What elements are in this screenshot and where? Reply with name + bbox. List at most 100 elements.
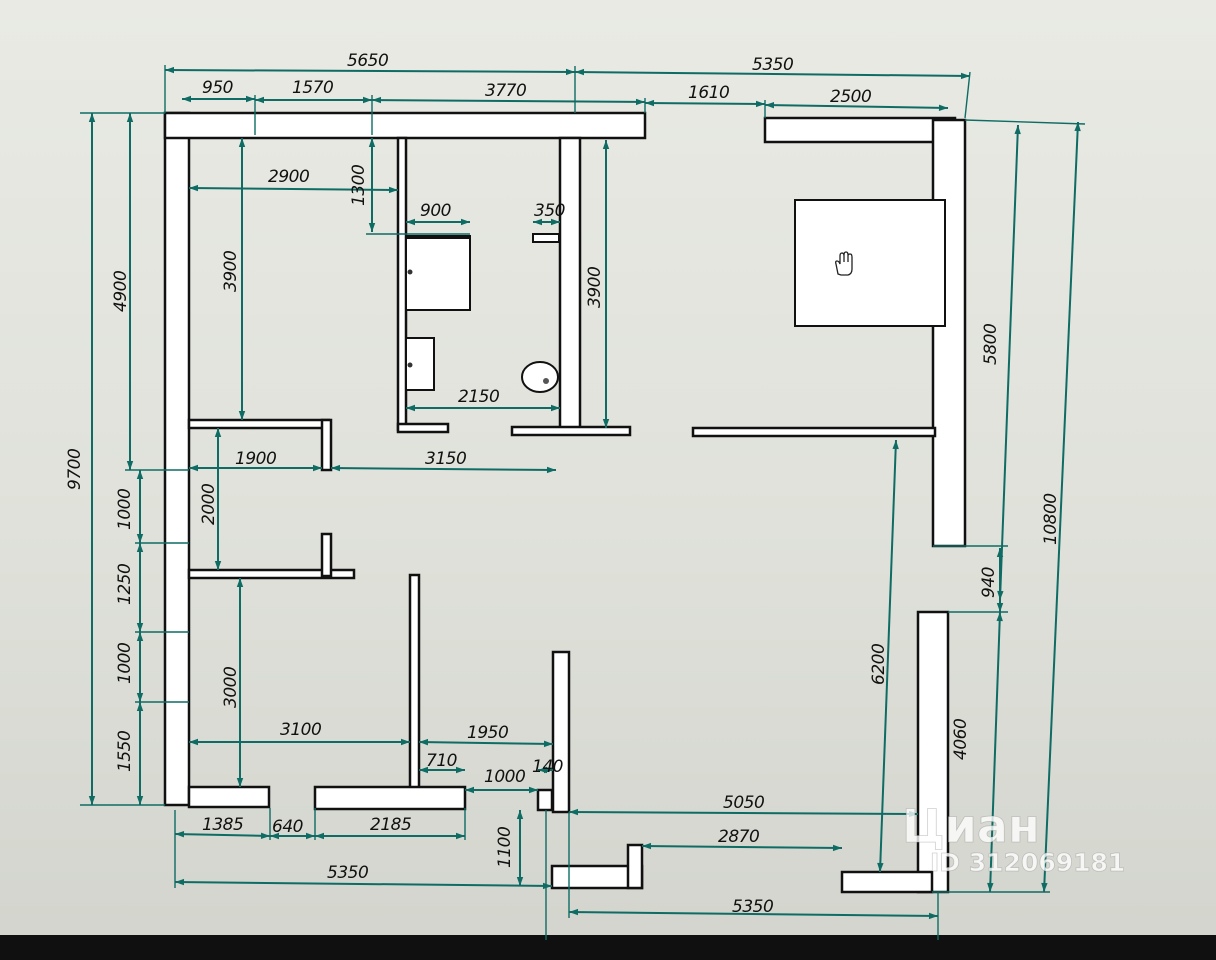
dim-line-mid-1000-arrow [529,786,538,794]
dim-label-bot-1385: 1385 [202,815,243,835]
wall-center-post [551,650,571,814]
dim-line-left-1000-a-arrow [136,534,144,543]
bathtub-fixture [405,235,471,311]
dim-line-top-1570-arrow [363,96,372,104]
dim-line-right-10800 [1043,121,1079,893]
fixtures [405,199,946,393]
dim-label-total-top-right: 5350 [752,55,793,75]
dim-line-bot-5350-right-arrow [569,908,579,916]
dim-line-hall-3150-arrow [546,466,556,474]
dim-label-total-top-left: 5650 [347,51,388,71]
dim-line-bot-5350-right-arrow [928,912,938,920]
dim-line-room-3900-mid-arrow [602,140,610,149]
dim-line-mid-1950 [418,741,554,745]
wall-top-right-exterior [763,116,957,144]
dim-label-left-4900: 4900 [111,271,131,312]
dim-label-bath-2150: 2150 [458,387,499,407]
dim-label-left-9700: 9700 [65,449,85,490]
dim-line-bath-1300-arrow [368,138,376,147]
dim-label-right-5800: 5800 [981,324,1001,365]
wall-left-exterior [163,111,191,807]
dim-line-bath-1300-arrow [368,223,376,232]
wall-bottom-mid-stub [626,843,644,890]
dim-line-top-3770-arrow [635,98,645,106]
dim-label-room-3900-left: 3900 [221,251,241,292]
dim-line-mid-1950-arrow [543,740,553,748]
dim-line-hall-3150-arrow [331,464,341,472]
dim-line-bath-2150-arrow [406,404,415,412]
wall-bathroom-bottom-left [396,422,450,434]
dim-label-left-1000-a: 1000 [115,489,135,530]
toilet-tank [532,233,560,243]
dim-label-left-1250: 1250 [115,564,135,605]
dim-line-hall-2000-arrow [214,561,222,570]
wall-bottom-segment-2 [313,785,467,811]
dim-label-bot-2870: 2870 [718,827,759,847]
dim-line-left-1550-arrow [136,796,144,805]
dim-line-left-9700-arrow [88,796,96,805]
dim-line-top-950-arrow [182,95,191,103]
dim-label-bath-900: 900 [420,201,451,221]
dim-line-right-6200 [879,439,897,873]
dim-label-top-2500: 2500 [830,87,871,107]
dim-line-left-1250-arrow [136,543,144,552]
dim-line-mid-710-arrow [456,766,465,774]
wall-door-jamb-lower [320,532,333,578]
dim-line-total-top-left [164,69,576,73]
dim-line-bot-5350-right [568,911,939,917]
dim-label-mid-1000: 1000 [484,767,525,787]
dim-line-room-3000-arrow [236,578,244,587]
dim-label-right-10800: 10800 [1041,493,1061,545]
dim-line-bot-5350-left [174,881,553,887]
sink-drain [407,362,413,368]
dim-line-bot-2870-arrow [642,842,652,850]
dim-line-wc-350-arrow [533,218,542,226]
dim-line-total-top-right-arrow [575,68,585,76]
bed-fixture [794,199,946,327]
dim-line-bot-1385 [174,833,271,837]
dim-label-bot-640: 640 [272,817,303,837]
dim-line-left-1000-b-arrow [136,632,144,641]
dim-line-bot-2870-arrow [832,844,842,852]
dim-line-left-1550-arrow [136,702,144,711]
dim-line-right-4060-arrow [987,882,994,892]
dim-label-bot-5350-left: 5350 [327,863,368,883]
dim-line-mid-710-arrow [419,766,428,774]
dim-line-bot-2185-arrow [315,832,324,840]
dim-label-mid-1950: 1950 [467,723,508,743]
walls [163,111,967,894]
dim-line-total-top-left-arrow [565,68,575,76]
dim-line-left-1000-b-arrow [136,693,144,702]
dim-label-mid-710: 710 [426,751,457,771]
dim-label-right-940: 940 [979,567,999,598]
dim-line-hall-1900-arrow [189,464,198,472]
dim-label-mid-140: 140 [532,757,563,777]
dim-line-right-6200-arrow [877,862,884,872]
dim-line-bot-5350-left-arrow [542,882,552,890]
ext-top-3 [964,71,971,119]
dim-line-mid-140-arrow [538,766,547,774]
wall-bottom-right [840,870,934,894]
wall-bottom-segment-1 [187,785,271,809]
hand-pointer-icon [835,251,853,276]
dim-line-room-3900-left-arrow [238,411,246,420]
wall-entrance-stub [536,788,554,812]
dim-label-hall-3150: 3150 [425,449,466,469]
dim-line-right-5800 [999,124,1019,601]
dim-line-top-3770-arrow [372,96,382,104]
wall-door-jamb-upper [320,418,333,472]
dim-label-bath-1300: 1300 [349,165,369,206]
dim-line-room-2900 [188,187,399,191]
dim-label-room-3100: 3100 [280,720,321,740]
dim-line-top-3770 [371,99,646,103]
dim-line-left-1250-arrow [136,623,144,632]
dim-line-left-4900-arrow [126,461,134,470]
watermark-brand: Циан [902,799,1040,853]
dim-line-top-1570-arrow [255,96,264,104]
toilet-fixture [521,361,559,393]
dim-line-right-10800-arrow [1041,882,1048,892]
dim-line-left-9700-arrow [88,113,96,122]
toilet-bowl-dot [543,378,549,384]
dim-line-total-top-right-arrow [960,72,970,80]
